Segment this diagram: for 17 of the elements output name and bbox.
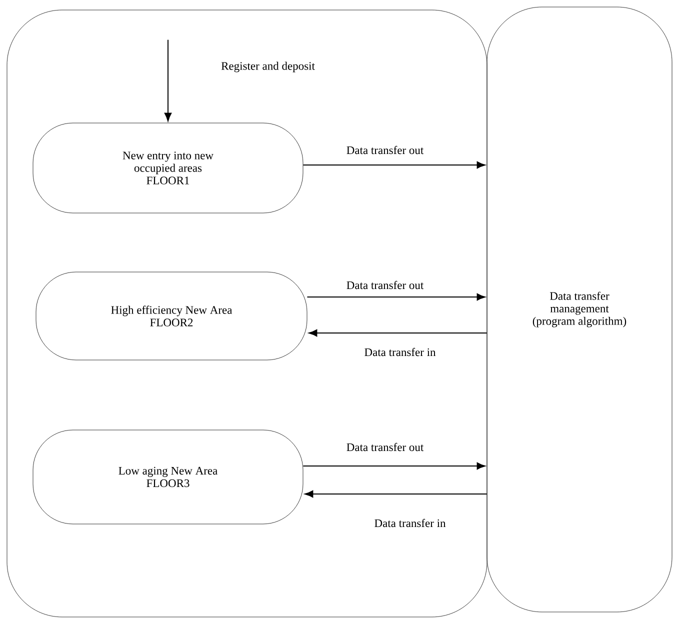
process-box: New entry into new occupied areas FLOOR1 (32, 122, 304, 214)
arrow (302, 462, 486, 470)
edge-label: Data transfer in (363, 346, 437, 358)
arrow (306, 293, 486, 301)
process-box: Low aging New Area FLOOR3 (32, 430, 304, 524)
edge-label: Data transfer in (373, 518, 447, 528)
management-panel: Data transfer management (program algorithm) (486, 6, 672, 612)
edge-label: Data transfer out (345, 442, 425, 452)
process-box: High efficiency New Area FLOOR2 (36, 272, 308, 360)
container-panel (6, 10, 488, 618)
arrow (302, 161, 486, 169)
edge-label: Data transfer out (345, 144, 425, 156)
edge-label: Data transfer out (345, 280, 425, 290)
arrow (164, 39, 172, 122)
edge-label: Register and deposit (220, 60, 316, 74)
arrow (304, 490, 488, 498)
arrow (308, 329, 488, 337)
